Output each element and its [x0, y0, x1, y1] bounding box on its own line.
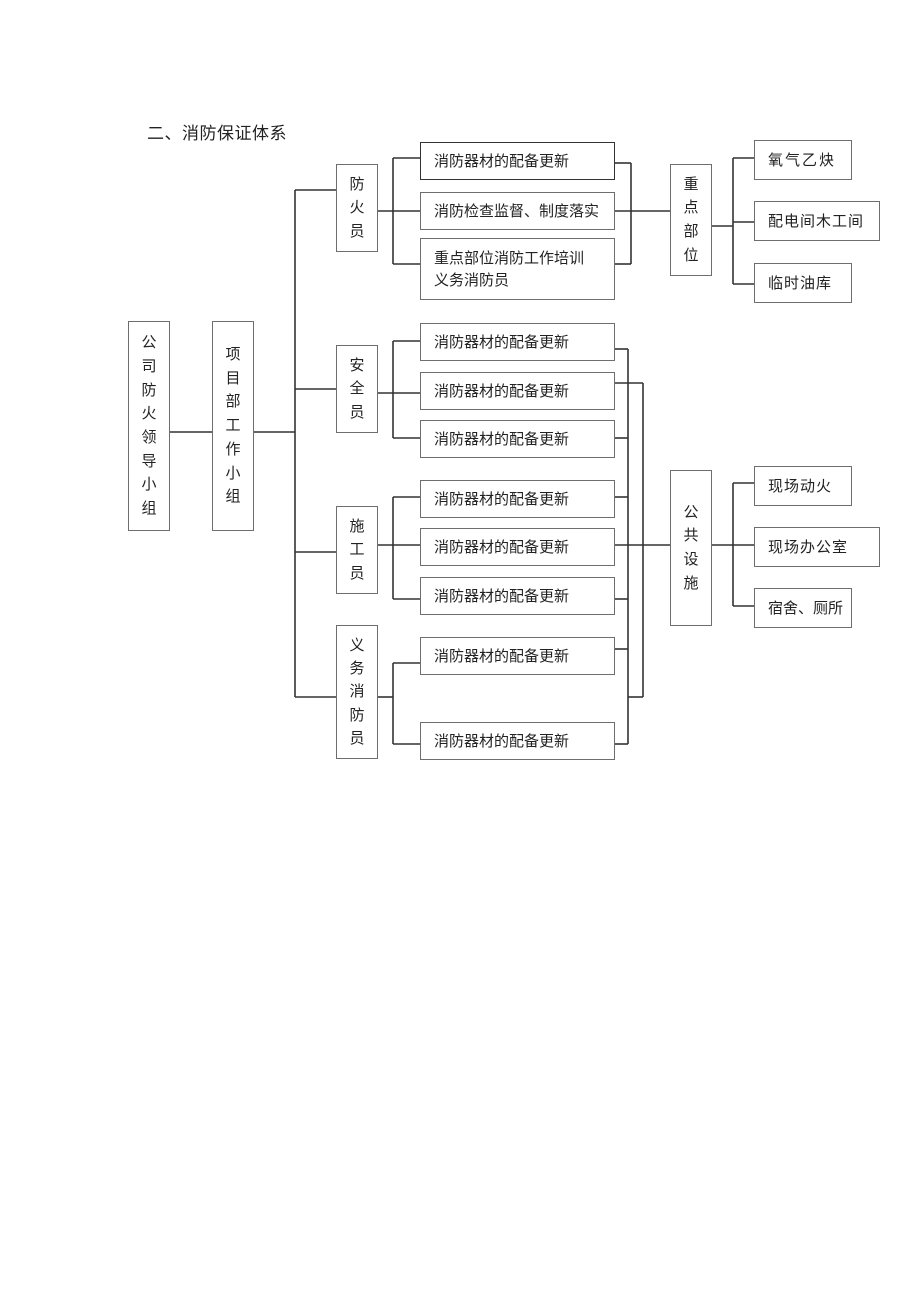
role-fire-warden-label: 防火员 [349, 175, 365, 240]
company-label: 公司防火领导小组 [141, 333, 157, 518]
task-safety-officer-2: 消防器材的配备更新 [420, 372, 615, 410]
role-fire-warden: 防火员 [336, 164, 378, 252]
role-construction-worker-label: 施工员 [349, 517, 365, 582]
public-facilities-box: 公共设施 [670, 470, 712, 626]
key-area-item-2: 配电间木工间 [754, 201, 880, 241]
project-label: 项目部工作小组 [225, 345, 241, 506]
key-areas-box: 重点部位 [670, 164, 712, 276]
project-work-group-box: 项目部工作小组 [212, 321, 254, 531]
task-construction-worker-2: 消防器材的配备更新 [420, 528, 615, 566]
role-safety-officer-label: 安全员 [349, 356, 365, 421]
task-construction-worker-3: 消防器材的配备更新 [420, 577, 615, 615]
task-safety-officer-1: 消防器材的配备更新 [420, 323, 615, 361]
role-volunteer-label: 义务消防员 [349, 635, 365, 747]
role-volunteer-firefighter: 义务消防员 [336, 625, 378, 759]
task-fire-warden-3: 重点部位消防工作培训 义务消防员 [420, 238, 615, 300]
task-fire-warden-2: 消防检查监督、制度落实 [420, 192, 615, 230]
task-volunteer-2: 消防器材的配备更新 [420, 722, 615, 760]
page-title: 二、消防保证体系 [147, 124, 287, 144]
task-safety-officer-3: 消防器材的配备更新 [420, 420, 615, 458]
public-facility-item-2: 现场办公室 [754, 527, 880, 567]
public-facility-item-3: 宿舍、厕所 [754, 588, 852, 628]
task-volunteer-1: 消防器材的配备更新 [420, 637, 615, 675]
role-safety-officer: 安全员 [336, 345, 378, 433]
public-facilities-label: 公共设施 [683, 502, 699, 592]
public-facility-item-1: 现场动火 [754, 466, 852, 506]
role-construction-worker: 施工员 [336, 506, 378, 594]
company-fire-leadership-box: 公司防火领导小组 [128, 321, 170, 531]
task-construction-worker-1: 消防器材的配备更新 [420, 480, 615, 518]
key-area-item-3: 临时油库 [754, 263, 852, 303]
key-area-item-1: 氧气乙炔 [754, 140, 852, 180]
task-fire-warden-1: 消防器材的配备更新 [420, 142, 615, 180]
key-areas-label: 重点部位 [683, 174, 699, 264]
